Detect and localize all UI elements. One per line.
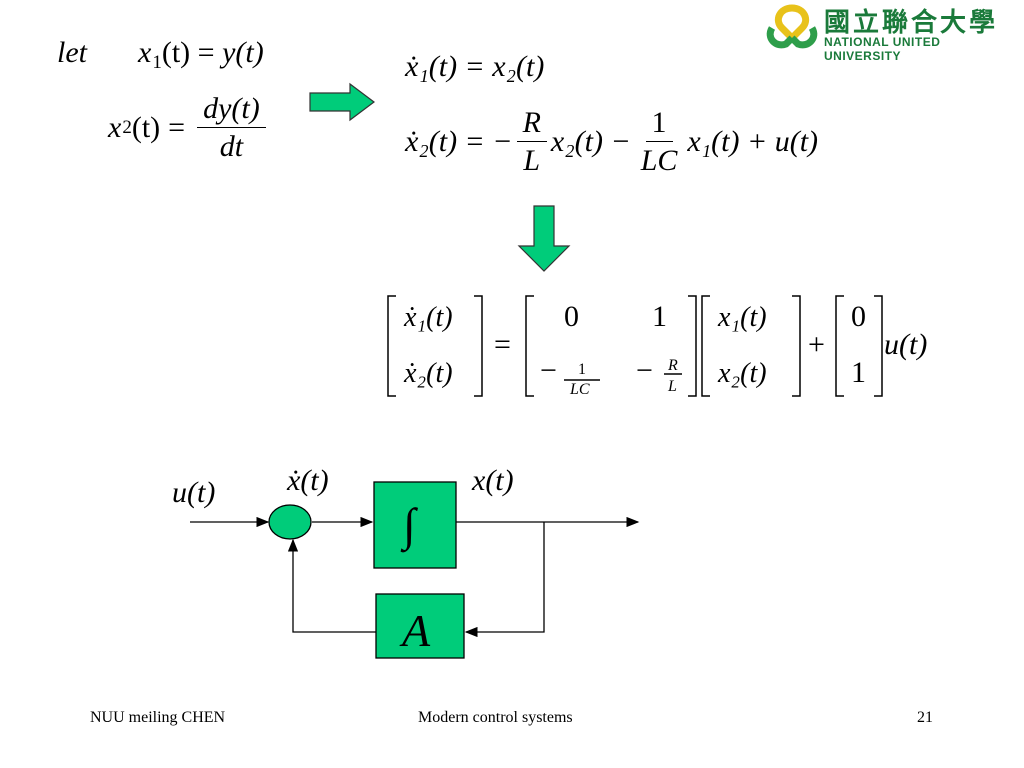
y-of-t: y(t) — [222, 36, 264, 69]
block-diagram: ∫ A u(t) ẋ(t) x(t) — [172, 464, 640, 659]
summing-junction — [268, 504, 312, 540]
logo-english-text: NATIONAL UNITED UNIVERSITY — [824, 35, 941, 63]
derivative-fraction: dy(t) dt — [197, 92, 266, 163]
matrix-equals: = — [494, 328, 511, 361]
x1-subscript: 1 — [152, 52, 162, 73]
matrix-xdot1: ẋ₁(t) — [403, 302, 453, 333]
matrix-x1: x₁(t) — [717, 302, 767, 333]
one-numerator: 1 — [645, 106, 673, 142]
matrix-a11: 0 — [564, 300, 579, 333]
r-numerator: R — [516, 106, 547, 142]
feedback-block-label: A — [399, 605, 431, 656]
equals-sign-2: = — [168, 110, 186, 144]
derivative-denominator: dt — [219, 130, 244, 163]
matrix-a22-num: R — [667, 357, 678, 374]
state-equation-2: ẋ₂(t) = − R L x₂(t) − 1 LC x₁(t) + u(t) — [405, 106, 818, 177]
down-arrow-icon — [517, 205, 571, 272]
x1-symbol: x — [138, 36, 152, 69]
lc-denominator: LC — [640, 144, 678, 177]
eq2-lhs: ẋ₂(t) = − — [405, 124, 513, 158]
integrator-symbol: ∫ — [400, 499, 418, 553]
page-number: 21 — [917, 709, 933, 726]
matrix-b1: 0 — [851, 300, 866, 333]
definition-line-1: let x1(t) = y(t) — [57, 36, 264, 74]
x2-arg: (t) — [131, 110, 161, 144]
feedback-block-a — [375, 593, 465, 659]
footer-left: NUU meiling CHEN — [90, 709, 226, 726]
eq2-mid: x₂(t) − — [550, 124, 631, 158]
matrix-a21-num: 1 — [578, 361, 586, 378]
equals-sign: = — [197, 36, 215, 69]
matrix-a12: 1 — [652, 300, 667, 333]
let-keyword: let — [57, 36, 87, 69]
r-over-l-fraction: R L — [516, 106, 547, 177]
x2-symbol: x — [108, 110, 122, 144]
xdot-label: ẋ(t) — [286, 464, 329, 497]
eq2-tail: x₁(t) + u(t) — [687, 124, 819, 158]
output-label: x(t) — [471, 464, 514, 497]
x2-subscript: 2 — [122, 116, 132, 138]
matrix-a21-minus: − — [540, 354, 557, 387]
matrix-a21-den: LC — [569, 381, 590, 398]
matrix-equation: ẋ₁(t) ẋ₂(t) = 0 1 − 1 LC − R L x₁(t) x₂(… — [387, 295, 927, 398]
integrator-block — [373, 481, 457, 569]
matrix-b2: 1 — [851, 356, 866, 389]
matrix-x2: x₂(t) — [717, 358, 767, 389]
feedback-path-to-a — [464, 522, 545, 638]
logo-chinese-text: 國立聯合大學 — [824, 8, 999, 38]
state-equation-1: ẋ₁(t) = x₂(t) — [405, 50, 545, 83]
x1-arg: (t) — [161, 36, 191, 69]
matrix-plus: + — [808, 328, 825, 361]
matrix-xdot2: ẋ₂(t) — [403, 358, 453, 389]
feedback-path-to-sum — [287, 538, 376, 633]
university-logo: 國立聯合大學 NATIONAL UNITED UNIVERSITY — [762, 2, 1020, 63]
l-denominator: L — [523, 144, 541, 177]
matrix-a22-den: L — [667, 378, 677, 395]
matrix-a22-minus: − — [636, 354, 653, 387]
logo-emblem-icon — [766, 4, 818, 49]
footer-center: Modern control systems — [418, 709, 573, 726]
input-label: u(t) — [172, 476, 215, 509]
derivative-numerator: dy(t) — [197, 92, 266, 128]
matrix-input: u(t) — [884, 328, 927, 361]
right-arrow-icon — [309, 82, 375, 122]
one-over-lc-fraction: 1 LC — [635, 106, 684, 177]
